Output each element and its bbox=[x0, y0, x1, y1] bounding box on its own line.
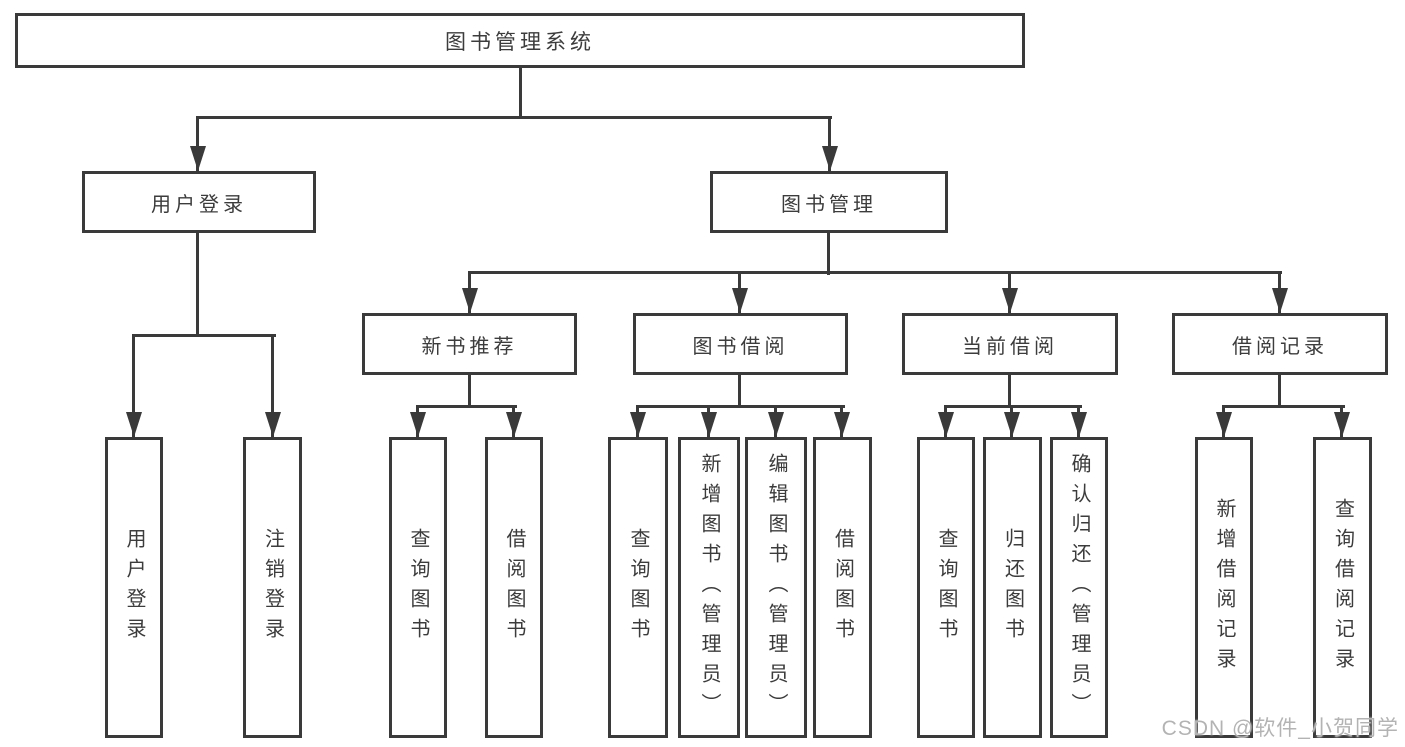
arrow-down-icon bbox=[630, 412, 646, 437]
leaf-label: 借阅图书 bbox=[503, 527, 525, 648]
leaf-label: 用户登录 bbox=[123, 527, 145, 648]
node-label: 用户登录 bbox=[151, 193, 247, 216]
connector-line bbox=[1008, 375, 1011, 407]
node-label: 当前借阅 bbox=[962, 335, 1058, 358]
node-label: 借阅记录 bbox=[1232, 335, 1328, 358]
arrow-down-icon bbox=[1272, 288, 1288, 313]
connector-line bbox=[738, 375, 741, 407]
node-root-label: 图书管理系统 bbox=[445, 30, 595, 54]
connector-line bbox=[132, 334, 276, 337]
leaf-label: 编辑图书（管理员） bbox=[765, 452, 787, 723]
leaf-label: 查询借阅记录 bbox=[1331, 497, 1354, 678]
node-label: 图书管理 bbox=[781, 193, 877, 216]
leaf-add-borrow-record: 新增借阅记录 bbox=[1195, 437, 1253, 738]
arrow-down-icon bbox=[822, 146, 838, 171]
leaf-query-books: 查询图书 bbox=[608, 437, 668, 738]
arrow-down-icon bbox=[190, 146, 206, 171]
node-borrowing-records: 借阅记录 bbox=[1172, 313, 1388, 375]
leaf-label: 查询图书 bbox=[407, 527, 429, 648]
node-book-management: 图书管理 bbox=[710, 171, 948, 233]
connector-line bbox=[132, 334, 135, 437]
arrow-down-icon bbox=[462, 288, 478, 313]
leaf-borrow-books: 借阅图书 bbox=[813, 437, 872, 738]
leaf-user-login: 用户登录 bbox=[105, 437, 163, 738]
leaf-label: 查询图书 bbox=[627, 527, 649, 648]
leaf-query-books: 查询图书 bbox=[917, 437, 975, 738]
arrow-down-icon bbox=[732, 288, 748, 313]
leaf-label: 借阅图书 bbox=[831, 527, 854, 648]
connector-line bbox=[271, 334, 274, 437]
connector-line bbox=[944, 405, 1082, 408]
leaf-add-books-admin: 新增图书（管理员） bbox=[678, 437, 740, 738]
arrow-down-icon bbox=[126, 412, 142, 437]
leaf-return-books: 归还图书 bbox=[983, 437, 1042, 738]
leaf-query-borrow-record: 查询借阅记录 bbox=[1313, 437, 1372, 738]
connector-line bbox=[196, 116, 832, 119]
leaf-label: 注销登录 bbox=[261, 527, 284, 648]
node-label: 新书推荐 bbox=[421, 335, 518, 358]
connector-line bbox=[828, 116, 831, 171]
node-label: 图书借阅 bbox=[692, 335, 789, 358]
arrow-down-icon bbox=[506, 412, 522, 437]
arrow-down-icon bbox=[938, 412, 954, 437]
leaf-label: 新增借阅记录 bbox=[1213, 497, 1235, 678]
leaf-label: 归还图书 bbox=[1001, 527, 1024, 648]
leaf-confirm-return-admin: 确认归还（管理员） bbox=[1050, 437, 1108, 738]
connector-line bbox=[416, 405, 517, 408]
arrow-down-icon bbox=[834, 412, 850, 437]
node-root: 图书管理系统 bbox=[15, 13, 1025, 68]
node-user-login: 用户登录 bbox=[82, 171, 316, 233]
leaf-label: 确认归还（管理员） bbox=[1068, 452, 1090, 723]
arrow-down-icon bbox=[1216, 412, 1232, 437]
csdn-watermark: CSDN @软件_小贺同学 bbox=[1161, 717, 1399, 740]
arrow-down-icon bbox=[1334, 412, 1350, 437]
connector-line bbox=[196, 116, 199, 171]
node-new-book-recommend: 新书推荐 bbox=[362, 313, 577, 375]
node-current-borrowing: 当前借阅 bbox=[902, 313, 1118, 375]
arrow-down-icon bbox=[410, 412, 426, 437]
connector-line bbox=[1278, 375, 1281, 407]
arrow-down-icon bbox=[1002, 288, 1018, 313]
leaf-borrow-books: 借阅图书 bbox=[485, 437, 543, 738]
leaf-query-books: 查询图书 bbox=[389, 437, 447, 738]
connector-line bbox=[1222, 405, 1345, 408]
connector-line bbox=[636, 405, 845, 408]
arrow-down-icon bbox=[1071, 412, 1087, 437]
connector-line bbox=[468, 271, 1282, 274]
connector-line bbox=[468, 375, 471, 407]
node-book-borrowing: 图书借阅 bbox=[633, 313, 848, 375]
arrow-down-icon bbox=[265, 412, 281, 437]
leaf-label: 新增图书（管理员） bbox=[698, 452, 720, 723]
connector-line bbox=[196, 233, 199, 336]
connector-line bbox=[519, 68, 522, 118]
leaf-label: 查询图书 bbox=[935, 527, 957, 648]
arrow-down-icon bbox=[701, 412, 717, 437]
leaf-logout: 注销登录 bbox=[243, 437, 302, 738]
connector-line bbox=[827, 233, 830, 275]
arrow-down-icon bbox=[1004, 412, 1020, 437]
leaf-edit-books-admin: 编辑图书（管理员） bbox=[745, 437, 807, 738]
arrow-down-icon bbox=[768, 412, 784, 437]
